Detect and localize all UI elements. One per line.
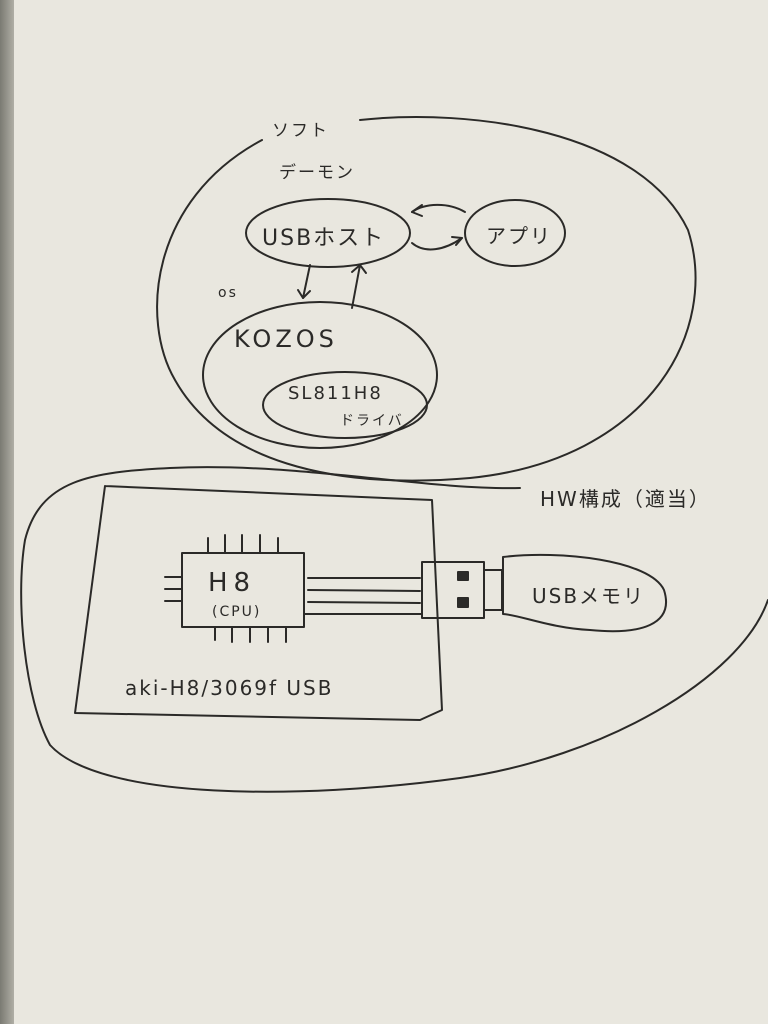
bus-lines [304,577,423,615]
paper-edge [0,0,16,1024]
os-label: OS [218,285,238,301]
usb-connector-outline [421,561,485,619]
usb-memory-node: USBメモリ [532,584,646,608]
software-group-outline [156,116,697,482]
usb-memory-outline [502,553,667,633]
cpu-pins [164,534,287,643]
hardware-group-outline [20,466,768,793]
arrow-host-to-app [411,237,463,251]
kozos-node-outline [202,301,438,449]
driver-node-outline [262,371,428,439]
paper-sheet [14,0,768,1024]
arrow-os-to-host [351,264,361,309]
driver-node-line2: ドライバ [340,413,404,429]
cpu-label-line2: (CPU) [212,604,262,620]
kozos-node: KOZOS [234,325,338,353]
daemon-label: デーモン [279,163,355,183]
cpu-label-line1: H8 [208,568,257,598]
usb-host-node-outline [245,198,411,268]
arrow-host-to-os [302,264,311,299]
app-node: アプリ [486,224,552,248]
driver-node-line1: SL811H8 [288,383,383,404]
hardware-group-label: HW構成（適当） [540,487,711,511]
usb-host-node: USBホスト [262,226,386,251]
board-label: aki-H8/3069f USB [125,676,334,700]
app-node-outline [464,199,566,267]
board-outline [74,485,443,721]
software-group-label: ソフト [272,121,329,141]
